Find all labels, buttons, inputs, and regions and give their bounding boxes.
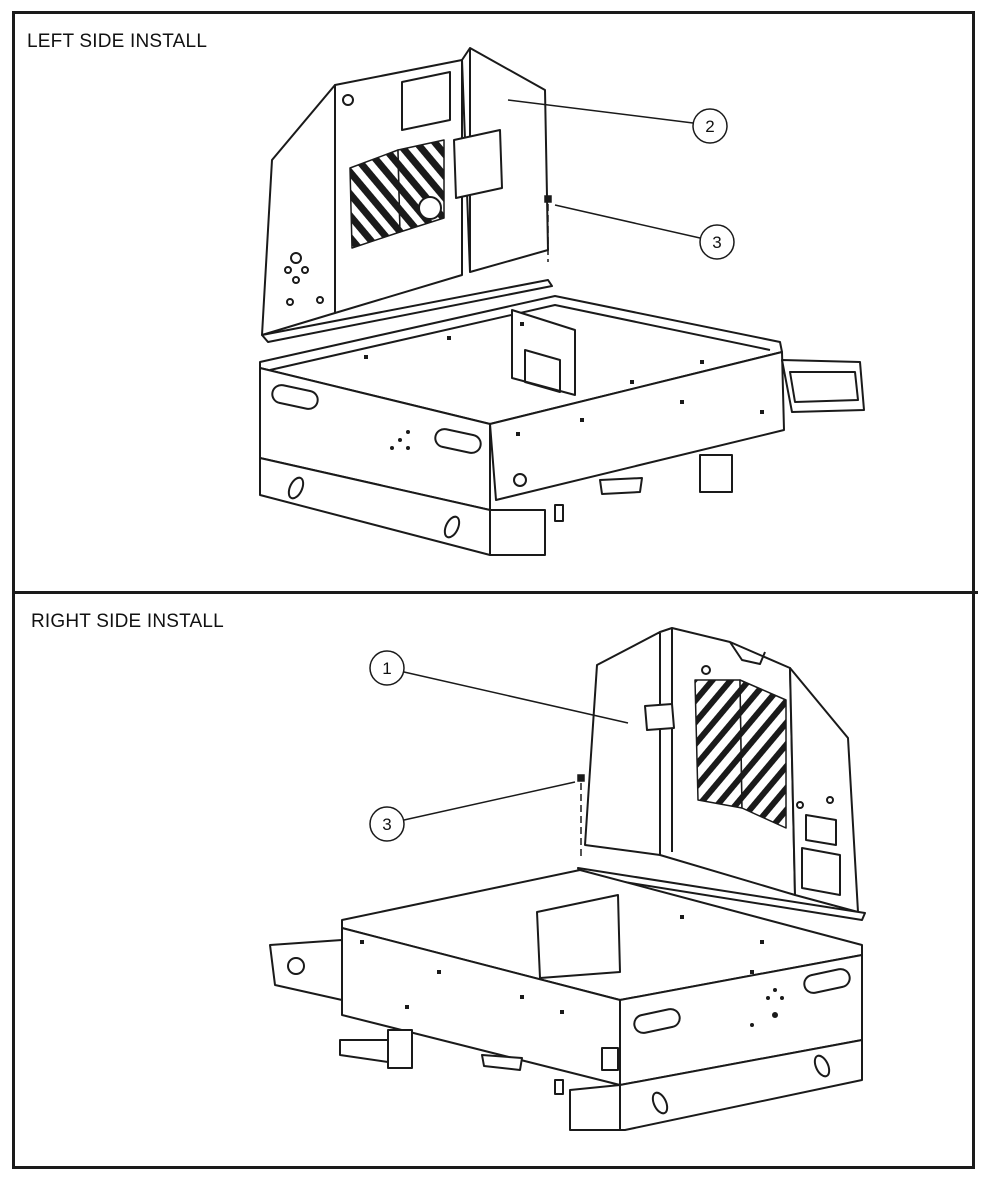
left-frame-holes	[364, 322, 764, 450]
callout-right-screw-number: 3	[382, 815, 391, 834]
callout-left-panel-cover: 2	[507, 99, 728, 144]
right-side-install-title: RIGHT SIDE INSTALL	[31, 611, 224, 632]
callout-right-panel-cover: 1	[369, 650, 629, 724]
callout-left-screw: 3	[554, 204, 735, 260]
right-frame-holes	[360, 915, 784, 1027]
callout-right-screw: 3	[369, 781, 576, 842]
left-screw	[544, 195, 552, 262]
left-base-frame	[259, 295, 865, 556]
panel-divider	[12, 591, 978, 594]
callout-left-panel-cover-number: 2	[705, 117, 714, 136]
right-base-frame	[269, 869, 863, 1131]
callout-right-panel-cover-number: 1	[382, 659, 391, 678]
drawing-frame	[12, 11, 975, 1169]
left-side-panel-cover	[261, 47, 553, 343]
right-screw	[577, 774, 585, 860]
callout-left-screw-number: 3	[712, 233, 721, 252]
left-side-install-title: LEFT SIDE INSTALL	[27, 31, 208, 52]
right-side-panel-cover	[577, 627, 866, 921]
